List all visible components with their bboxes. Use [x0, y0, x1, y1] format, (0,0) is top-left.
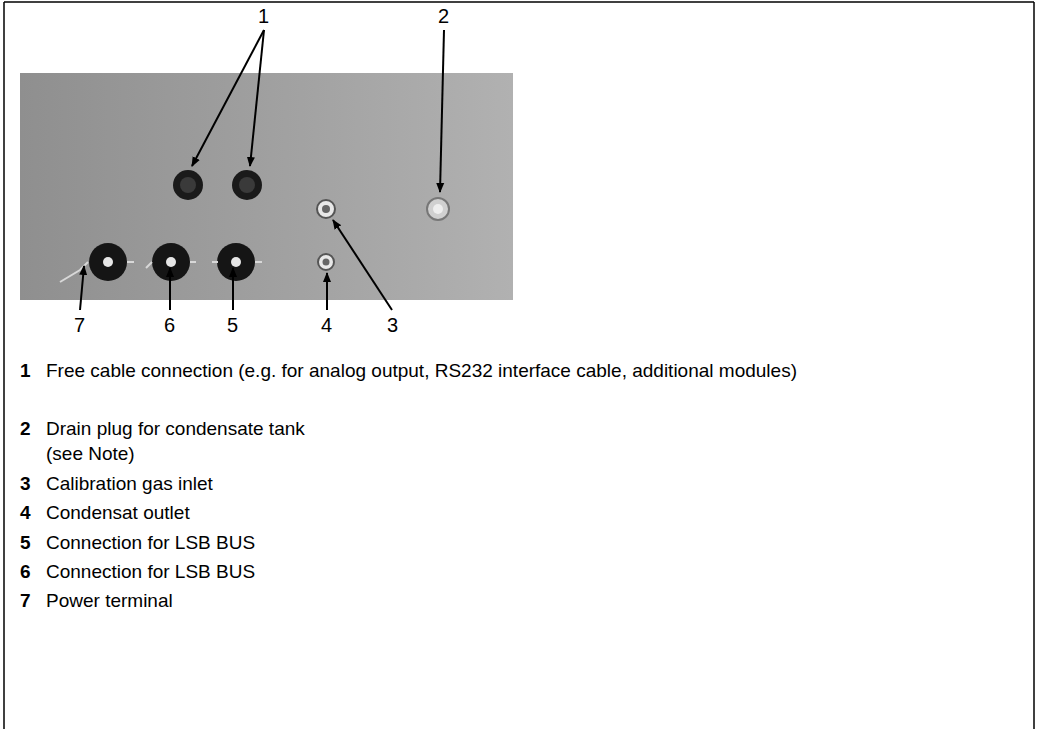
key-text: Power terminal: [46, 588, 173, 613]
key-number: 2: [20, 416, 31, 441]
key-text: Drain plug for condensate tank (see Note…: [46, 416, 338, 466]
callout-number: 1: [258, 4, 269, 28]
key-number: 7: [20, 588, 31, 613]
callout-number: 4: [321, 313, 332, 337]
key-text: Connection for LSB BUS: [46, 530, 255, 555]
key-text: Calibration gas inlet: [46, 471, 213, 496]
key-text: Condensat outlet: [46, 500, 190, 525]
page-frame: [4, 2, 1034, 729]
callout-number: 2: [438, 4, 449, 28]
key-text: Connection for LSB BUS: [46, 559, 255, 584]
device-panel-photo: [20, 73, 513, 300]
key-number: 1: [20, 358, 31, 383]
callout-number: 5: [227, 313, 238, 337]
callout-number: 7: [74, 313, 85, 337]
key-number: 3: [20, 471, 31, 496]
key-number: 6: [20, 559, 31, 584]
key-number: 4: [20, 500, 31, 525]
key-number: 5: [20, 530, 31, 555]
callout-number: 6: [164, 313, 175, 337]
leader-lines: [80, 30, 444, 310]
callout-number: 3: [387, 313, 398, 337]
key-text: Free cable connection (e.g. for analog o…: [46, 358, 936, 383]
